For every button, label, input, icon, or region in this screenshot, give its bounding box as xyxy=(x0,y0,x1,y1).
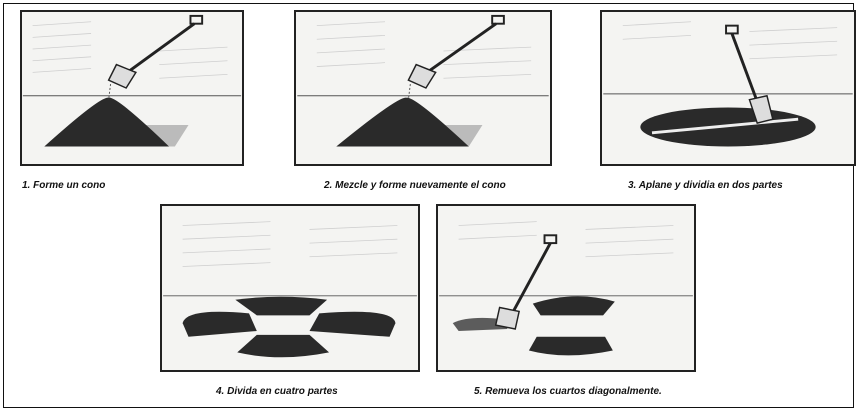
step-1-caption: 1. Forme un cono xyxy=(22,180,106,191)
step-5-caption: 5. Remueva los cuartos diagonalmente. xyxy=(474,386,662,397)
step-2-caption: 2. Mezcle y forme nuevamente el cono xyxy=(324,180,506,191)
panel-remueva-cuartos xyxy=(436,204,696,372)
diagram-frame: 1. Forme un cono 2. Mezcle y forme nueva… xyxy=(3,3,856,408)
shovel-icon xyxy=(107,14,204,100)
flattened-pile-illustration xyxy=(603,21,853,147)
shovel-icon xyxy=(494,234,558,330)
gravel-pile-icon xyxy=(44,97,170,147)
panel-forme-un-cono xyxy=(20,10,244,166)
panel-aplane-dividia xyxy=(600,10,856,166)
quartered-pile-icon xyxy=(182,296,396,358)
shovel-icon xyxy=(725,24,774,124)
quartered-pile-illustration xyxy=(163,221,417,358)
shovel-icon xyxy=(407,14,505,100)
cone-illustration-2 xyxy=(297,14,549,147)
panel-divida-cuatro xyxy=(160,204,420,372)
remove-quarters-illustration xyxy=(439,221,693,356)
gravel-pile-icon xyxy=(336,97,469,147)
step-3-caption: 3. Aplane y dividia en dos partes xyxy=(628,180,783,191)
quartered-pile-icon xyxy=(452,296,615,356)
step-4-caption: 4. Divida en cuatro partes xyxy=(216,386,338,397)
panel-mezcle-cono xyxy=(294,10,552,166)
cone-illustration xyxy=(22,14,242,147)
